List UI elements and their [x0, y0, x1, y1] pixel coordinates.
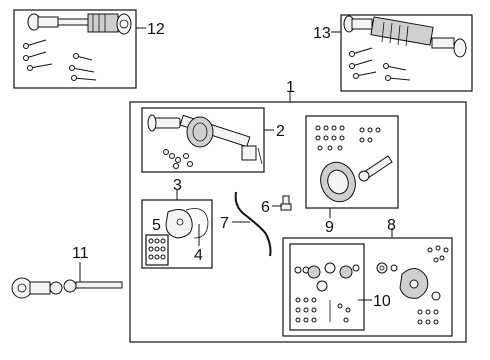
driveshaft-12: [27, 13, 132, 35]
callout-5: 5: [152, 217, 161, 234]
axle-shaft-11: 11: [11, 245, 123, 299]
pinion-9: [358, 155, 393, 182]
bolts-13: [349, 47, 411, 81]
housing-bolts-2: [163, 149, 193, 169]
ring-gear-9: [320, 161, 356, 203]
box-1: [129, 101, 467, 343]
box-9: [305, 115, 399, 209]
callout-4: 4: [194, 247, 203, 264]
group-12-driveshaft: 12: [13, 9, 165, 89]
group-13-driveshaft: 13: [313, 14, 473, 92]
bolts-12: [23, 39, 97, 81]
group-9-ring-pinion: 9: [305, 115, 399, 236]
callout-9: 9: [325, 219, 334, 236]
axle-housing-2: [147, 114, 263, 165]
box-13: [340, 14, 473, 92]
driveshaft-13: [343, 15, 467, 58]
callout-11: 11: [72, 245, 89, 262]
box-2: [141, 107, 265, 173]
spider-gears-10: [294, 262, 360, 323]
box-5: [145, 234, 169, 266]
cover-gasket-4: [165, 208, 209, 239]
group-3-cover-kit: 3 5 4: [141, 177, 213, 269]
callout-7: 7: [220, 215, 229, 232]
group-1-axle-assembly: 1 2: [129, 79, 467, 343]
box-10: [289, 243, 365, 331]
callout-2: 2: [276, 123, 285, 140]
callout-6: 6: [261, 199, 270, 216]
differential-case-8: [376, 245, 449, 325]
box-8: [282, 237, 453, 337]
box-12: [13, 9, 137, 89]
callout-10: 10: [373, 293, 391, 310]
vent-hose-7: 7: [220, 191, 272, 257]
group-8-differential: 8 10: [282, 217, 453, 337]
callout-1: 1: [286, 79, 295, 96]
callout-12: 12: [147, 21, 165, 38]
group-2-axle-housing: 2: [141, 107, 285, 173]
vent-fitting-6: 6: [261, 195, 292, 216]
bolt-set-5: [148, 238, 166, 260]
callout-3: 3: [173, 177, 182, 194]
callout-13: 13: [313, 25, 331, 42]
callout-8: 8: [387, 217, 396, 234]
shims-9: [315, 125, 381, 151]
